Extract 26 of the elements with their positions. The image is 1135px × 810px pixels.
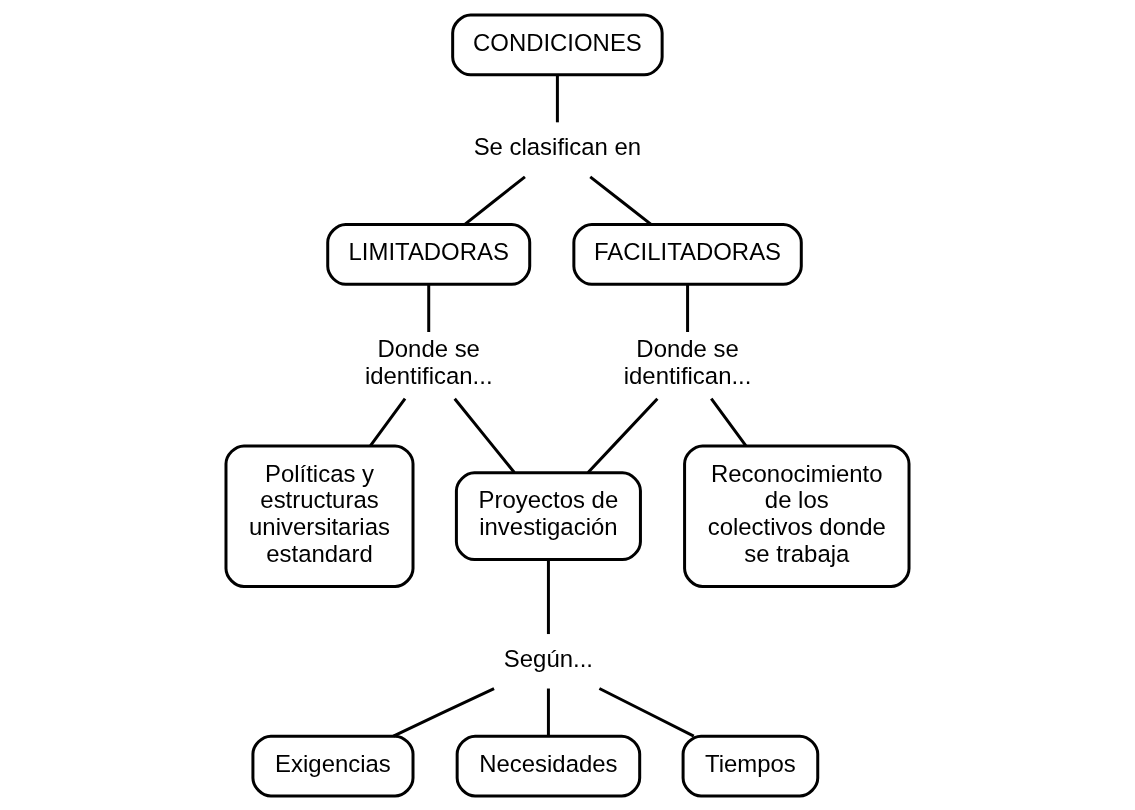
connector (555, 74, 559, 122)
connector (686, 284, 690, 332)
node-box: CONDICIONES (451, 13, 664, 76)
node-text: Se clasifican en (473, 132, 642, 160)
connector (369, 397, 407, 446)
node-box: FACILITADORAS (572, 222, 803, 286)
node-box: LIMITADORAS (326, 222, 532, 286)
connector (392, 686, 495, 737)
connector (598, 686, 695, 737)
connector (589, 175, 652, 226)
node-box: Reconocimiento de los colectivos donde se trabaja (683, 443, 911, 588)
node-box: Necesidades (455, 734, 642, 797)
node-box: Exigencias (251, 734, 415, 797)
connector (546, 559, 550, 634)
node-text: Según... (503, 644, 593, 672)
node-box: Políticas y estructuras universitarias estandard (224, 443, 415, 588)
connector (710, 397, 747, 446)
connector (453, 397, 516, 473)
connector (463, 175, 526, 226)
node-box: Proyectos de investigación (454, 470, 642, 561)
node-box: Tiempos (681, 734, 820, 797)
connector (587, 397, 659, 474)
node-text: Donde se identifican... (364, 334, 493, 389)
node-text: Donde se identifican... (623, 334, 752, 389)
connector (546, 688, 550, 736)
connector (427, 284, 431, 332)
